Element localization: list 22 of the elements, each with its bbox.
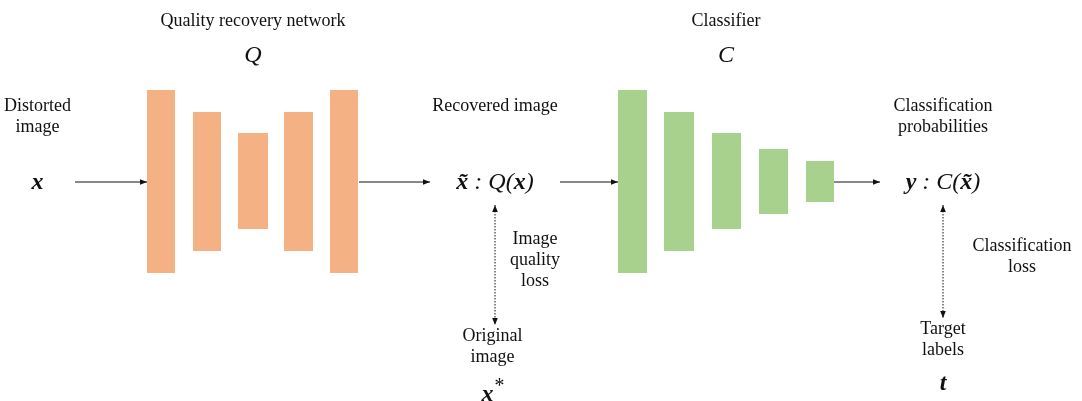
arrow <box>833 179 881 185</box>
edge-label: Image quality loss <box>509 228 561 291</box>
math-expression: t <box>938 368 948 396</box>
network-symbol: C <box>717 40 735 68</box>
math-expression: y : C(x̃) <box>902 167 982 195</box>
math-expression: x <box>30 167 45 195</box>
math-expression: x$^{*}$ <box>480 373 505 401</box>
node-label: Distorted image <box>3 95 72 137</box>
network-title: Classifier <box>690 10 762 31</box>
double-arrow <box>492 204 498 326</box>
node-label: Target labels <box>919 318 967 360</box>
network-title: Quality recovery network <box>159 10 347 31</box>
node-label: Recovered image <box>431 95 559 116</box>
edge-label: Classification loss <box>971 235 1073 277</box>
node-label: Original image <box>461 325 524 367</box>
arrow <box>559 179 619 185</box>
math-expression: x̃ : Q(x) <box>455 167 535 195</box>
arrow <box>358 179 431 185</box>
network-symbol: Q <box>243 40 263 68</box>
double-arrow <box>940 204 946 319</box>
node-label: Classification probabilities <box>892 95 994 137</box>
arrow <box>74 179 148 185</box>
